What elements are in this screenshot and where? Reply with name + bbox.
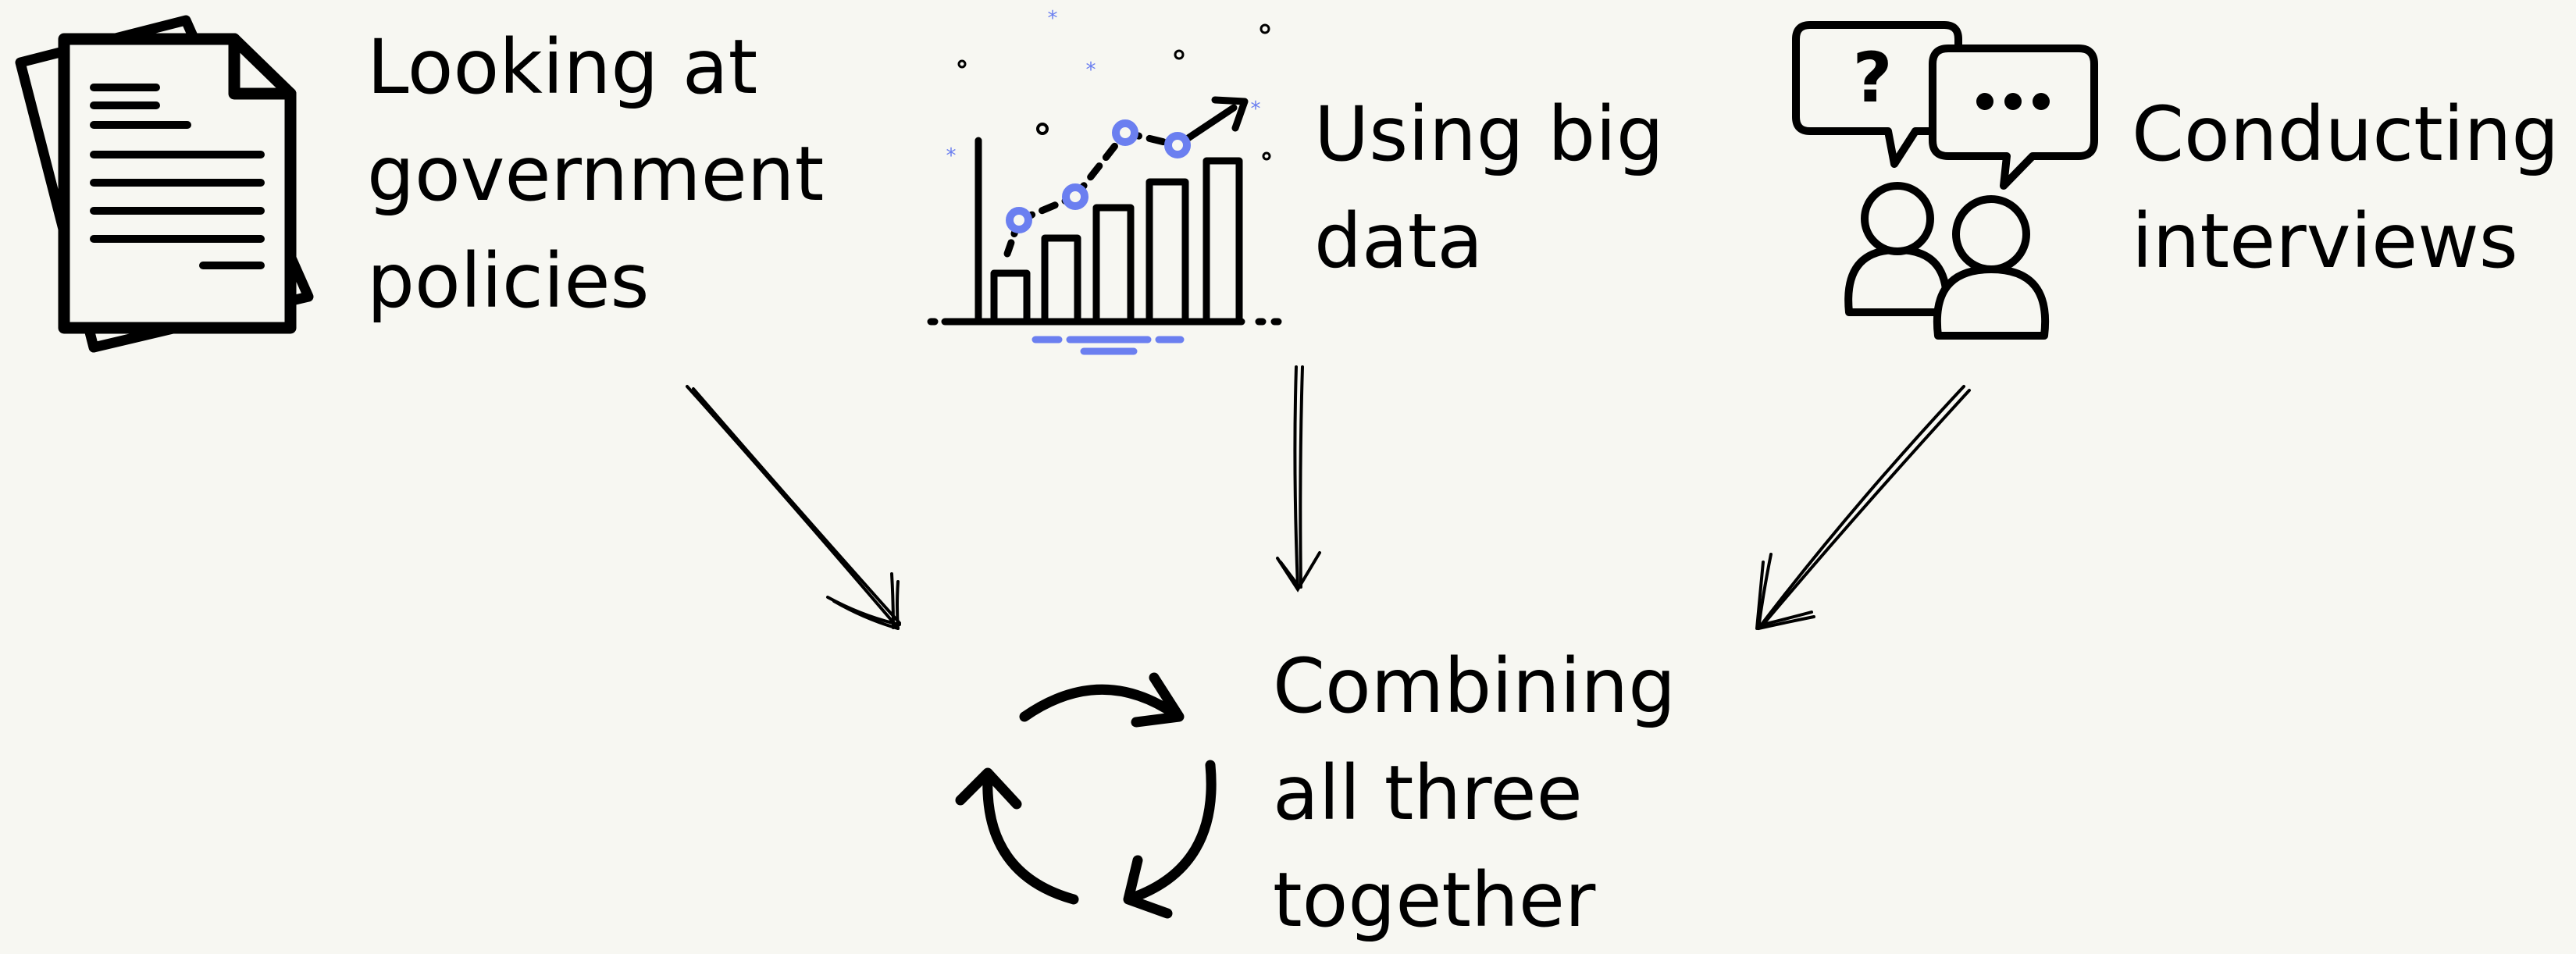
combined-line-3: together <box>1273 856 1596 944</box>
combined-label: Combining all three together <box>1273 633 1676 954</box>
combined-line-1: Combining <box>1273 643 1676 730</box>
interviews-line-1: Conducting <box>2132 91 2560 178</box>
big-data-label: Using big data <box>1314 81 1664 295</box>
combined-line-2: all three <box>1273 749 1583 837</box>
svg-text:*: * <box>1048 7 1058 30</box>
people-speech-bubbles-icon: ? <box>1792 21 2098 340</box>
policies-line-2: government <box>367 130 825 218</box>
interviews-line-2: interviews <box>2132 198 2518 285</box>
policies-line-3: policies <box>367 237 650 325</box>
document-stack-icon <box>15 15 314 353</box>
svg-text:*: * <box>946 144 957 168</box>
cycle-arrows-icon <box>955 672 1217 919</box>
bar-chart-growth-icon: * * * * <box>927 7 1282 355</box>
svg-text:*: * <box>1251 98 1261 121</box>
policies-line-1: Looking at <box>367 23 758 111</box>
big-data-line-2: data <box>1314 198 1484 285</box>
big-data-line-1: Using big <box>1314 91 1664 178</box>
interviews-label: Conducting interviews <box>2132 81 2559 295</box>
policies-label: Looking at government policies <box>367 14 824 335</box>
svg-text:*: * <box>1086 59 1096 82</box>
svg-text:?: ? <box>1852 37 1892 118</box>
